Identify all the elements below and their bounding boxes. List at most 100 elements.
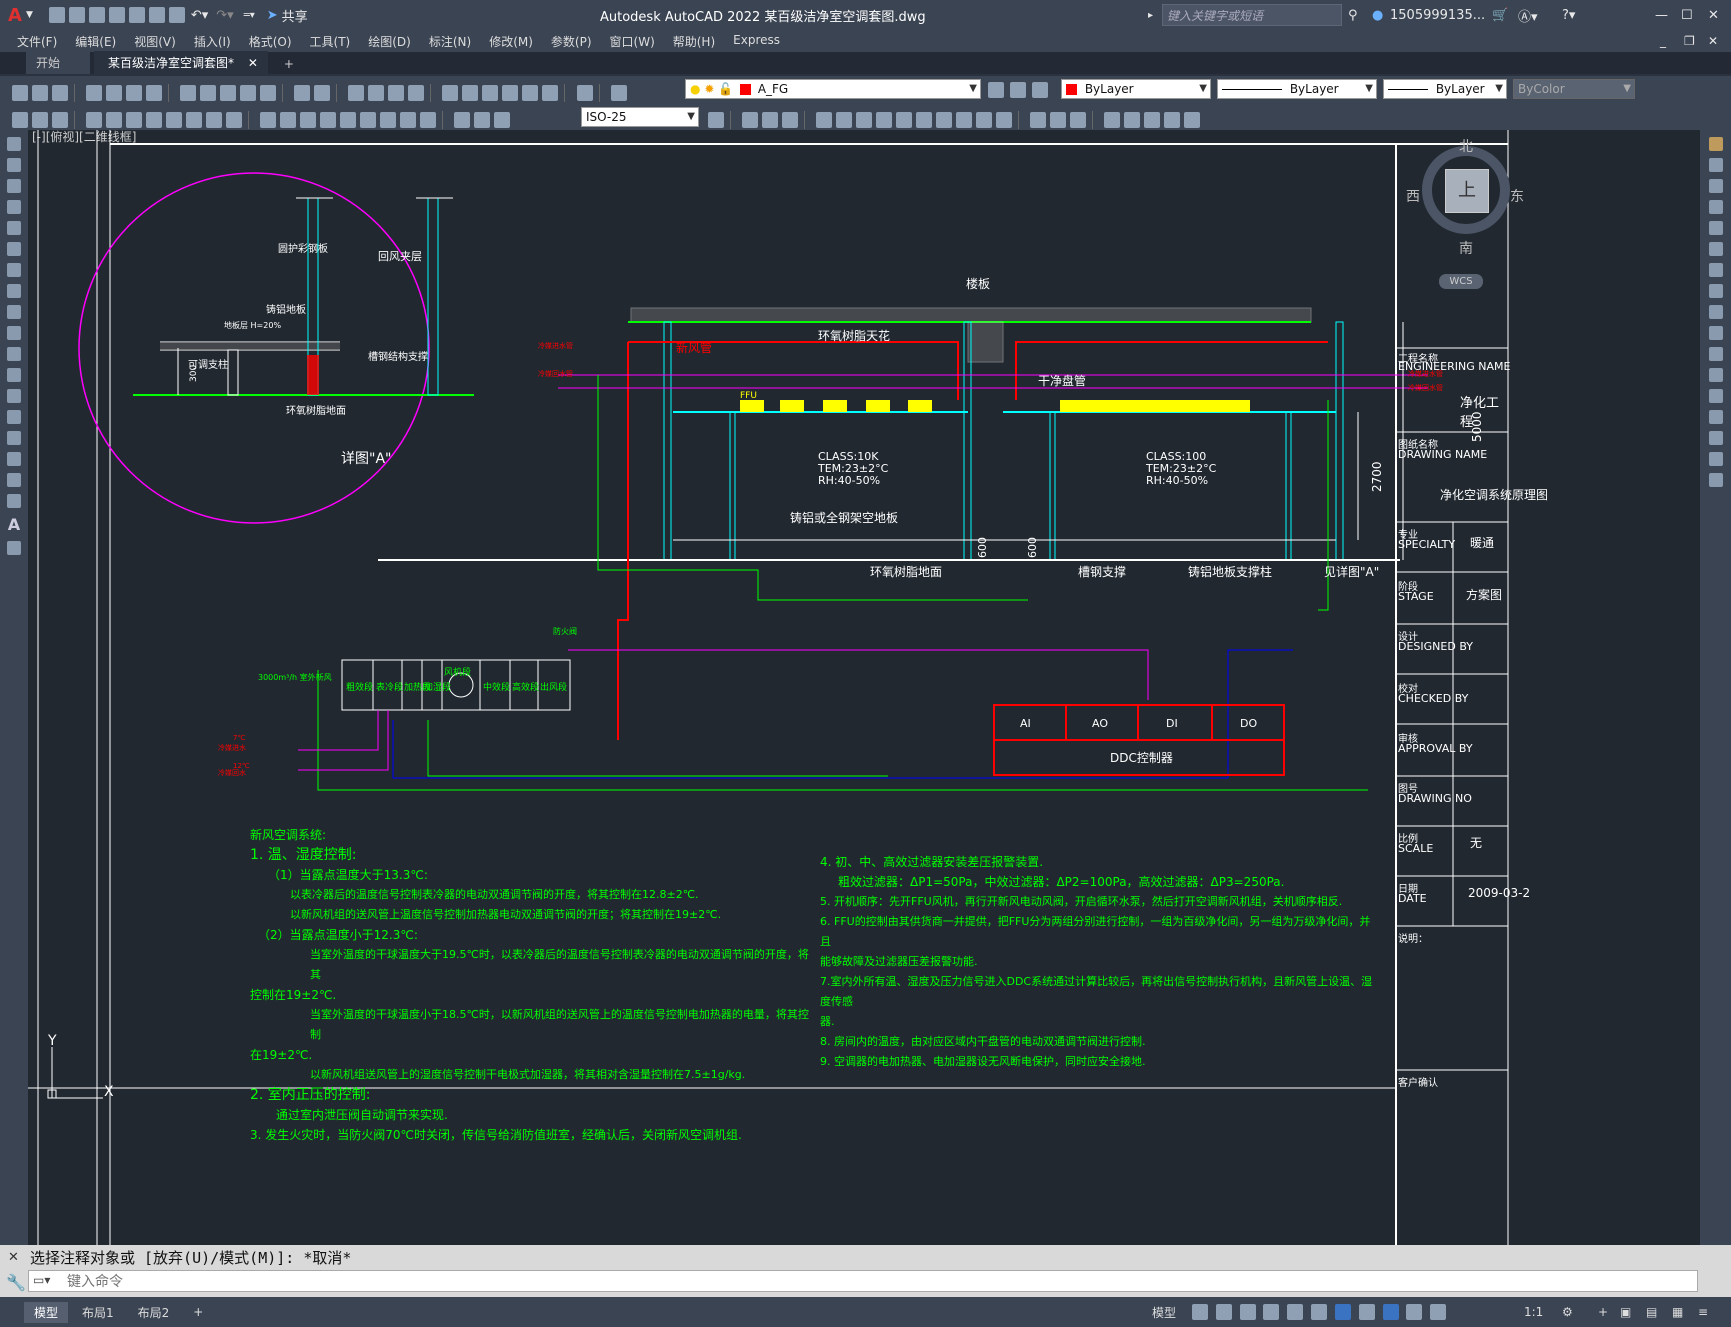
print-icon[interactable] <box>168 7 185 23</box>
color-combo[interactable]: ByLayer ▼ <box>1061 79 1211 99</box>
dimedit-icon[interactable] <box>454 111 471 128</box>
user-icon[interactable]: ● <box>1372 7 1384 23</box>
search-box[interactable]: 键入关键字或短语 <box>1162 4 1342 26</box>
polyline-icon[interactable] <box>7 179 21 193</box>
help-icon[interactable]: ?▾ <box>1562 7 1576 23</box>
grid-icon[interactable] <box>1192 1304 1208 1320</box>
dim-jogged-icon[interactable] <box>186 111 203 128</box>
extend-icon[interactable] <box>936 111 953 128</box>
scale-icon[interactable] <box>876 111 893 128</box>
cmd-settings-icon[interactable]: 🔧 <box>6 1273 26 1292</box>
customize-status-icon[interactable]: ≡ <box>1698 1305 1709 1319</box>
chevron-down-icon[interactable]: ▼ <box>1365 83 1373 94</box>
command-input[interactable] <box>65 1272 1629 1292</box>
annotation-visibility-icon[interactable] <box>1406 1304 1423 1320</box>
lineweight-icon[interactable] <box>1358 1304 1375 1320</box>
close-icon[interactable]: ✕ <box>1708 7 1719 23</box>
dim-space-icon[interactable] <box>320 111 337 128</box>
workspace-gear-icon[interactable]: ⚙ <box>1562 1305 1573 1319</box>
menu-modify[interactable]: 修改(M) <box>489 34 533 49</box>
chamfer-icon[interactable] <box>996 111 1013 128</box>
fillet2-icon[interactable] <box>1708 431 1723 445</box>
snap-icon[interactable] <box>1215 1304 1232 1320</box>
maximize-icon[interactable]: ☐ <box>1681 7 1693 23</box>
doc-close-icon[interactable]: ✕ <box>1708 34 1719 48</box>
arc-icon[interactable] <box>7 242 21 256</box>
layout-tab-1[interactable]: 布局1 <box>82 1305 114 1320</box>
mirror-icon[interactable] <box>762 111 779 128</box>
menu-format[interactable]: 格式(O) <box>248 34 292 49</box>
tab-close-icon[interactable]: ✕ <box>247 56 258 70</box>
copy3-icon[interactable] <box>1708 158 1723 172</box>
dim-radius-icon[interactable] <box>166 111 183 128</box>
trim-icon[interactable] <box>916 111 933 128</box>
plot-icon[interactable] <box>86 84 103 101</box>
menu-draw[interactable]: 绘图(D) <box>368 34 411 49</box>
point-icon[interactable] <box>7 410 21 424</box>
dimstyle-combo[interactable]: ISO-25 ▼ <box>581 107 699 127</box>
user-name[interactable]: 1505999135... <box>1390 7 1486 23</box>
move-icon[interactable] <box>836 111 853 128</box>
zoom-window-icon[interactable] <box>388 84 405 101</box>
new-icon[interactable] <box>48 7 65 23</box>
offset2-icon[interactable] <box>1708 200 1723 214</box>
dim-linear-icon[interactable] <box>86 111 103 128</box>
ortho-icon[interactable] <box>1239 1304 1256 1320</box>
hatch-icon[interactable] <box>7 431 21 445</box>
layout-tab-model[interactable]: 模型 <box>24 1301 69 1323</box>
paste-icon[interactable] <box>220 84 237 101</box>
cmd-close-icon[interactable]: ✕ <box>8 1250 19 1265</box>
compass-west[interactable]: 西 <box>1406 189 1420 205</box>
dim-arc-icon[interactable] <box>126 111 143 128</box>
units-icon[interactable]: ▣ <box>1620 1305 1632 1319</box>
zoom-prev-icon[interactable] <box>408 84 425 101</box>
menu-view[interactable]: 视图(V) <box>134 34 176 49</box>
search-icon[interactable]: ⚲ <box>1348 7 1358 23</box>
layer-manager-icon[interactable] <box>610 84 627 101</box>
osnap-icon[interactable] <box>1334 1304 1351 1320</box>
pan-icon[interactable] <box>348 84 365 101</box>
model-space-canvas[interactable]: [-][俯视][二维线框] 回风夹层 <box>28 130 1700 1245</box>
3dprint-icon[interactable] <box>146 84 163 101</box>
save-icon[interactable] <box>88 7 105 23</box>
saveas-icon[interactable] <box>108 7 125 23</box>
circle-icon[interactable] <box>7 263 21 277</box>
xline-icon[interactable] <box>7 158 21 172</box>
hatch-back-icon[interactable] <box>1184 111 1201 128</box>
stretch2-icon[interactable] <box>1708 305 1723 319</box>
group-icon[interactable] <box>1124 111 1141 128</box>
break2-icon[interactable] <box>1708 368 1723 382</box>
layer-prev-icon[interactable] <box>1010 82 1026 98</box>
revcloud-icon[interactable] <box>7 284 21 298</box>
help2-icon[interactable] <box>576 84 593 101</box>
dim-diameter-icon[interactable] <box>206 111 223 128</box>
calc-icon[interactable] <box>542 84 559 101</box>
annotation-scale-value[interactable]: 1:1 <box>1524 1305 1544 1319</box>
layout-add-button[interactable]: + <box>193 1305 204 1319</box>
clean-screen-icon[interactable]: ▦ <box>1672 1305 1684 1319</box>
ellipse-icon[interactable] <box>7 326 21 340</box>
blend-icon[interactable] <box>1708 452 1723 466</box>
app-logo[interactable]: A <box>8 4 22 26</box>
designcenter-icon[interactable] <box>462 84 479 101</box>
markup-icon[interactable] <box>522 84 539 101</box>
chevron-down-icon[interactable]: ▼ <box>1495 83 1503 94</box>
dim-break-icon[interactable] <box>340 111 357 128</box>
center-mark-icon[interactable] <box>380 111 397 128</box>
gradient-icon[interactable] <box>7 452 21 466</box>
array-icon[interactable] <box>816 111 833 128</box>
ungroup-icon[interactable] <box>1144 111 1161 128</box>
save2-icon[interactable] <box>52 84 68 101</box>
lineweight-combo[interactable]: ByLayer ▼ <box>1383 79 1507 99</box>
compass-south[interactable]: 南 <box>1459 241 1473 257</box>
menu-window[interactable]: 窗口(W) <box>609 34 655 49</box>
rectangle-icon[interactable] <box>7 221 21 235</box>
viewcube-ring[interactable] <box>1422 146 1510 234</box>
fillet-icon[interactable] <box>1030 111 1047 128</box>
compass-east[interactable]: 东 <box>1510 189 1524 205</box>
qdim-icon[interactable] <box>260 111 277 128</box>
copy-icon[interactable] <box>200 84 217 101</box>
table-icon[interactable] <box>7 494 21 508</box>
wcs-menu[interactable]: WCS <box>1439 274 1483 289</box>
sun-icon[interactable]: ✹ <box>704 82 715 96</box>
